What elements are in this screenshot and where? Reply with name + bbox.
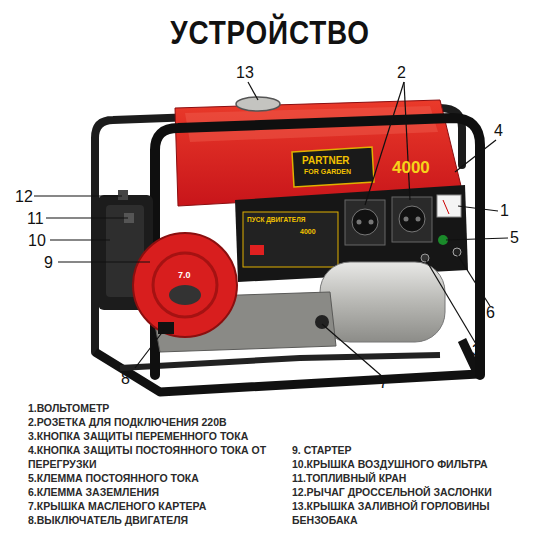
callout-number: 9 <box>44 253 53 272</box>
engine-rating: 7.0 <box>178 270 191 281</box>
leader-line <box>248 82 258 100</box>
legend-item: 1.ВОЛЬТОМЕТР <box>28 401 290 415</box>
alternator <box>320 262 445 342</box>
voltmeter-needle <box>443 200 449 214</box>
leader-line <box>426 260 476 344</box>
socket-frame <box>345 200 385 245</box>
recoil-starter <box>133 233 237 337</box>
callout-number: 13 <box>236 63 254 82</box>
socket-pin <box>404 217 409 222</box>
leader-line <box>446 238 508 240</box>
breaker-button <box>421 254 429 262</box>
callout-number: 6 <box>486 303 495 322</box>
legend-item: 4.КНОПКА ЗАЩИТЫ ПОСТОЯННОГО ТОКА ОТ ПЕРЕ… <box>28 443 290 471</box>
voltmeter <box>437 195 461 217</box>
legend-item: 8.ВЫКЛЮЧАТЕЛЬ ДВИГАТЕЛЯ <box>28 513 290 527</box>
leader-line <box>455 140 496 172</box>
brand-text: FOR GARDEN <box>304 168 351 176</box>
callout-number: 11 <box>27 209 44 228</box>
starter-handle <box>169 285 201 305</box>
leader-line <box>458 206 498 211</box>
callout-number: 8 <box>121 369 130 388</box>
callout-number: 2 <box>397 63 406 82</box>
brand-text: PARTNER <box>302 155 350 167</box>
socket-pin <box>357 220 362 225</box>
panel-text: 4000 <box>300 228 316 236</box>
socket-face <box>399 206 425 232</box>
legend-item: 12.РЫЧАГ ДРОССЕЛЬНОЙ ЗАСЛОНКИ <box>292 485 532 499</box>
callout-number: 10 <box>28 231 46 250</box>
socket-frame <box>392 197 432 242</box>
choke-lever <box>118 190 128 200</box>
leader-line <box>457 254 490 306</box>
leader-line <box>58 261 150 262</box>
leader-line <box>34 195 122 196</box>
leader-line <box>46 217 128 218</box>
panel-text: ПУСК ДВИГАТЕЛЯ <box>247 216 305 224</box>
leader-line <box>135 330 164 368</box>
model-number: 4000 <box>392 158 430 178</box>
engine-switch <box>158 322 174 334</box>
legend-item: 3.КНОПКА ЗАЩИТЫ ПЕРЕМЕННОГО ТОКА <box>28 429 290 443</box>
legend-item: 9. СТАРТЕР <box>292 443 532 457</box>
legend-item: 2.РОЗЕТКА ДЛЯ ПОДКЛЮЧЕНИЯ 220В <box>28 415 290 429</box>
socket-pin <box>416 217 421 222</box>
legend-item: 11.ТОПЛИВНЫЙ КРАН <box>292 471 532 485</box>
legend-item: 13.КРЫШКА ЗАЛИВНОЙ ГОРЛОВИНЫ БЕНЗОБАКА <box>292 499 532 527</box>
callout-number: 1 <box>500 201 509 220</box>
panel-switch <box>250 245 264 255</box>
socket-pin <box>369 220 374 225</box>
legend-item: 5.КЛЕММА ПОСТОЯННОГО ТОКА <box>28 471 290 485</box>
callout-number: 5 <box>510 228 519 247</box>
callout-number: 4 <box>494 121 503 140</box>
callout-number: 3 <box>472 341 481 360</box>
legend-item: 6.КЛЕММА ЗАЗЕМЛЕНИЯ <box>28 485 290 499</box>
logo-plate <box>292 147 374 187</box>
leader-line <box>365 82 404 205</box>
panel-label <box>243 212 338 267</box>
leader-line <box>50 239 110 240</box>
legend-item: 10.КРЫШКА ВОЗДУШНОГО ФИЛЬТРА <box>292 457 532 471</box>
callout-number: 7 <box>379 373 388 392</box>
leader-line <box>404 82 410 200</box>
starter-ring <box>153 253 217 317</box>
callout-number: 12 <box>15 187 33 206</box>
base-rail <box>120 355 440 368</box>
oil-cap <box>315 315 329 329</box>
diagram-title: УСТРОЙСТВО <box>147 12 393 53</box>
leader-line <box>322 324 384 378</box>
legend-item: 7.КРЫШКА МАСЛЕНОГО КАРТЕРА <box>28 499 290 513</box>
socket-face <box>352 209 378 235</box>
